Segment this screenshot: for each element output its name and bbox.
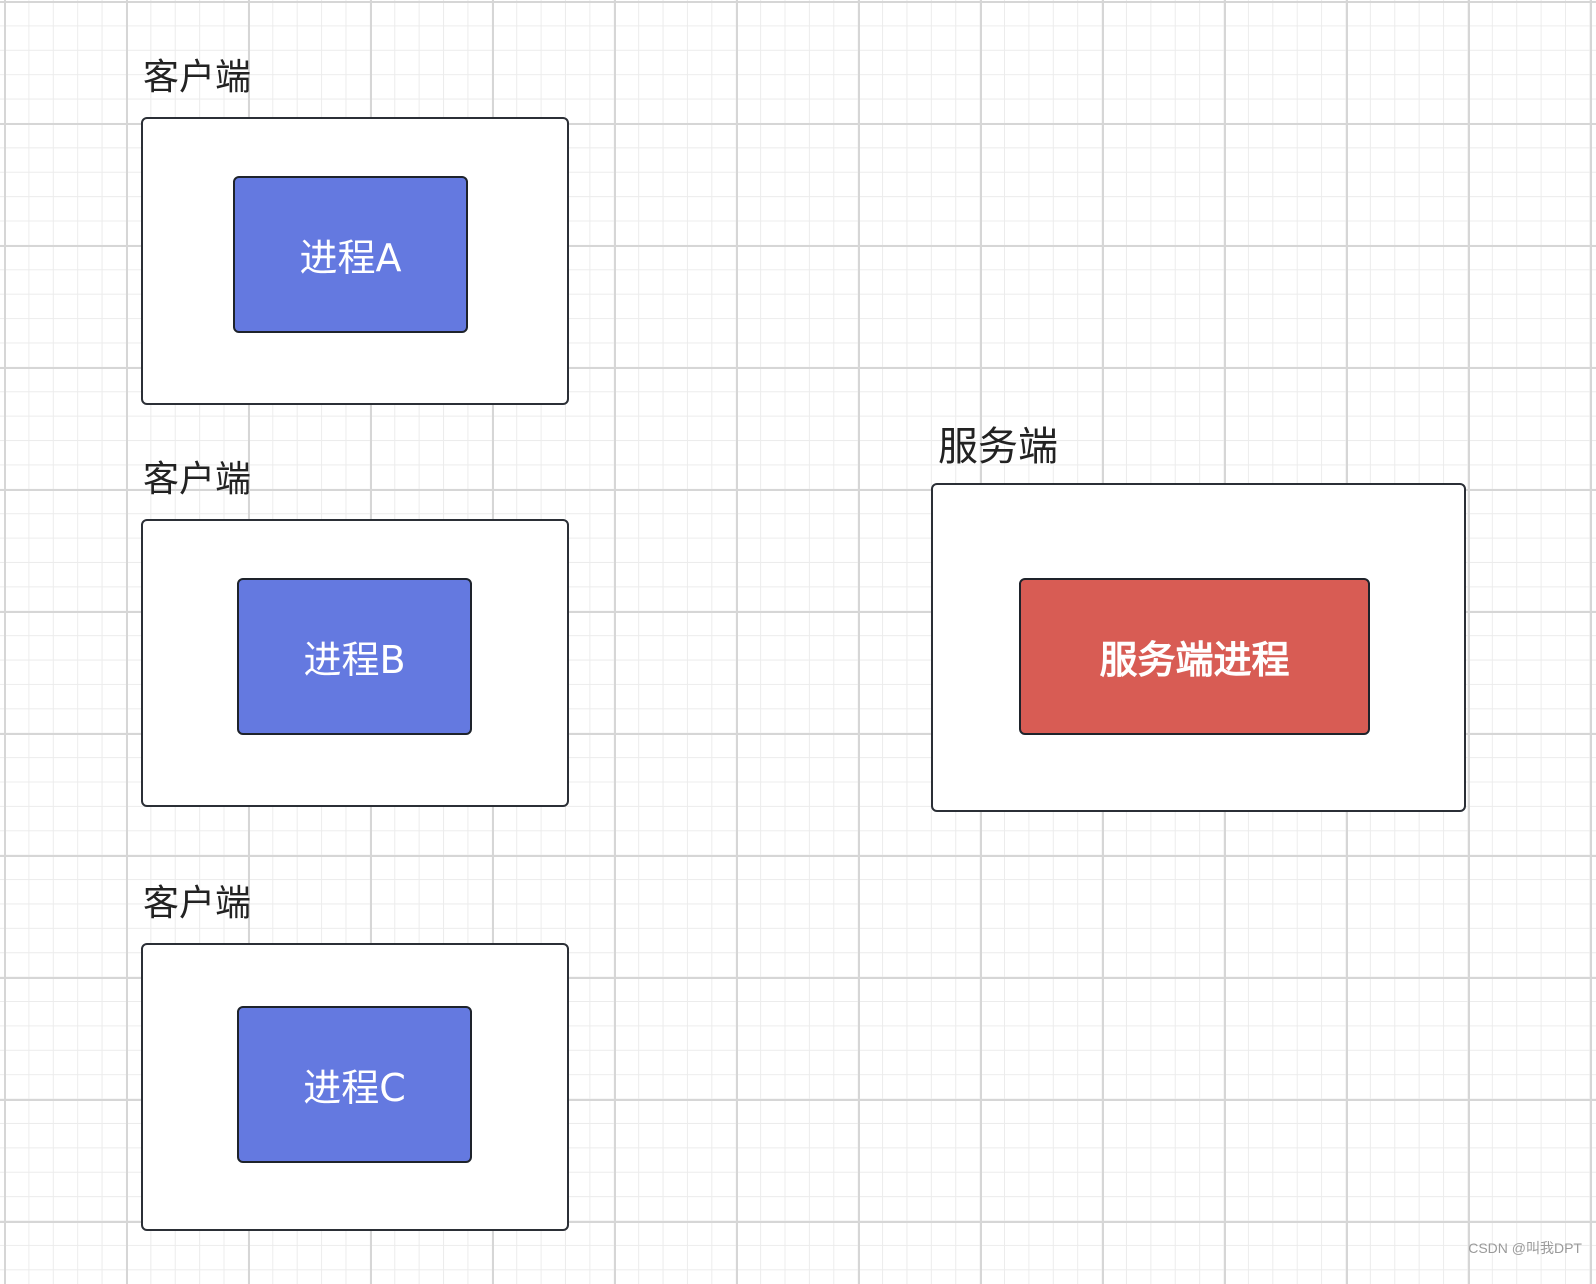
client-2-container[interactable]: 进程B bbox=[141, 519, 569, 807]
client-3-container[interactable]: 进程C bbox=[141, 943, 569, 1231]
client-1-label: 客户端 bbox=[143, 57, 252, 98]
process-b-node[interactable]: 进程B bbox=[237, 578, 472, 735]
process-c-node[interactable]: 进程C bbox=[237, 1006, 472, 1163]
client-3-label: 客户端 bbox=[143, 883, 252, 924]
server-container[interactable]: 服务端进程 bbox=[931, 483, 1466, 812]
client-1-container[interactable]: 进程A bbox=[141, 117, 569, 405]
server-label: 服务端 bbox=[938, 424, 1058, 470]
process-a-node[interactable]: 进程A bbox=[233, 176, 468, 333]
client-2-label: 客户端 bbox=[143, 459, 252, 500]
watermark-text: CSDN @叫我DPT bbox=[1468, 1240, 1582, 1256]
server-process-node[interactable]: 服务端进程 bbox=[1019, 578, 1370, 735]
